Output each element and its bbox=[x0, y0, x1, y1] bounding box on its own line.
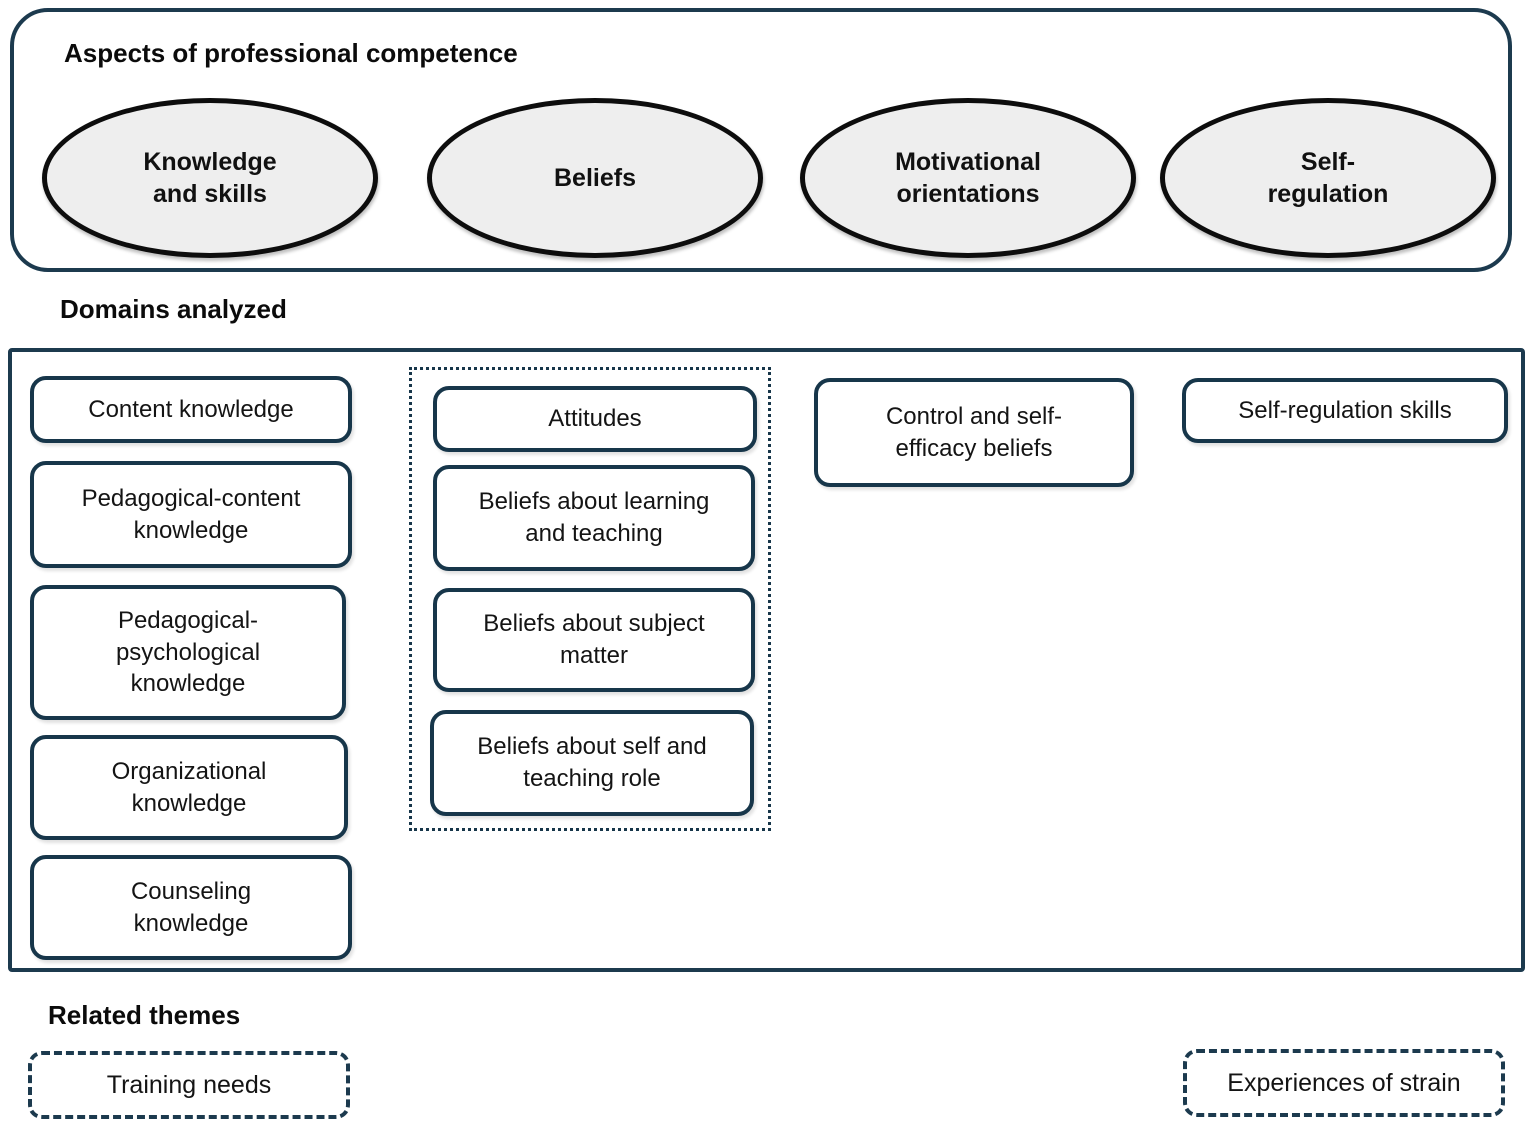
beliefs-dotted-group: Attitudes Beliefs about learning and tea… bbox=[409, 367, 771, 831]
box-pedagogical-psychological-knowledge: Pedagogical- psychological knowledge bbox=[30, 585, 346, 720]
domains-panel: Content knowledge Pedagogical-content kn… bbox=[8, 348, 1525, 972]
box-training-needs: Training needs bbox=[28, 1051, 350, 1119]
ellipse-beliefs: Beliefs bbox=[427, 98, 763, 258]
box-pedagogical-content-knowledge: Pedagogical-content knowledge bbox=[30, 461, 352, 568]
competence-panel: Aspects of professional competence Knowl… bbox=[10, 8, 1512, 272]
box-content-knowledge: Content knowledge bbox=[30, 376, 352, 443]
box-self-regulation-skills: Self-regulation skills bbox=[1182, 378, 1508, 443]
box-control-self-efficacy-beliefs: Control and self- efficacy beliefs bbox=[814, 378, 1134, 487]
box-beliefs-self-teaching-role: Beliefs about self and teaching role bbox=[430, 710, 754, 816]
competence-panel-title: Aspects of professional competence bbox=[64, 38, 518, 68]
box-attitudes: Attitudes bbox=[433, 386, 757, 452]
related-themes-title: Related themes bbox=[48, 1000, 241, 1030]
box-beliefs-subject-matter: Beliefs about subject matter bbox=[433, 588, 755, 692]
ellipse-motivational-orientations: Motivational orientations bbox=[800, 98, 1136, 258]
box-counseling-knowledge: Counseling knowledge bbox=[30, 855, 352, 960]
domains-analyzed-title: Domains analyzed bbox=[60, 294, 287, 324]
box-beliefs-learning-teaching: Beliefs about learning and teaching bbox=[433, 465, 755, 571]
ellipse-self-regulation: Self- regulation bbox=[1160, 98, 1496, 258]
ellipse-knowledge-and-skills: Knowledge and skills bbox=[42, 98, 378, 258]
box-organizational-knowledge: Organizational knowledge bbox=[30, 735, 348, 840]
box-experiences-of-strain: Experiences of strain bbox=[1183, 1049, 1505, 1117]
